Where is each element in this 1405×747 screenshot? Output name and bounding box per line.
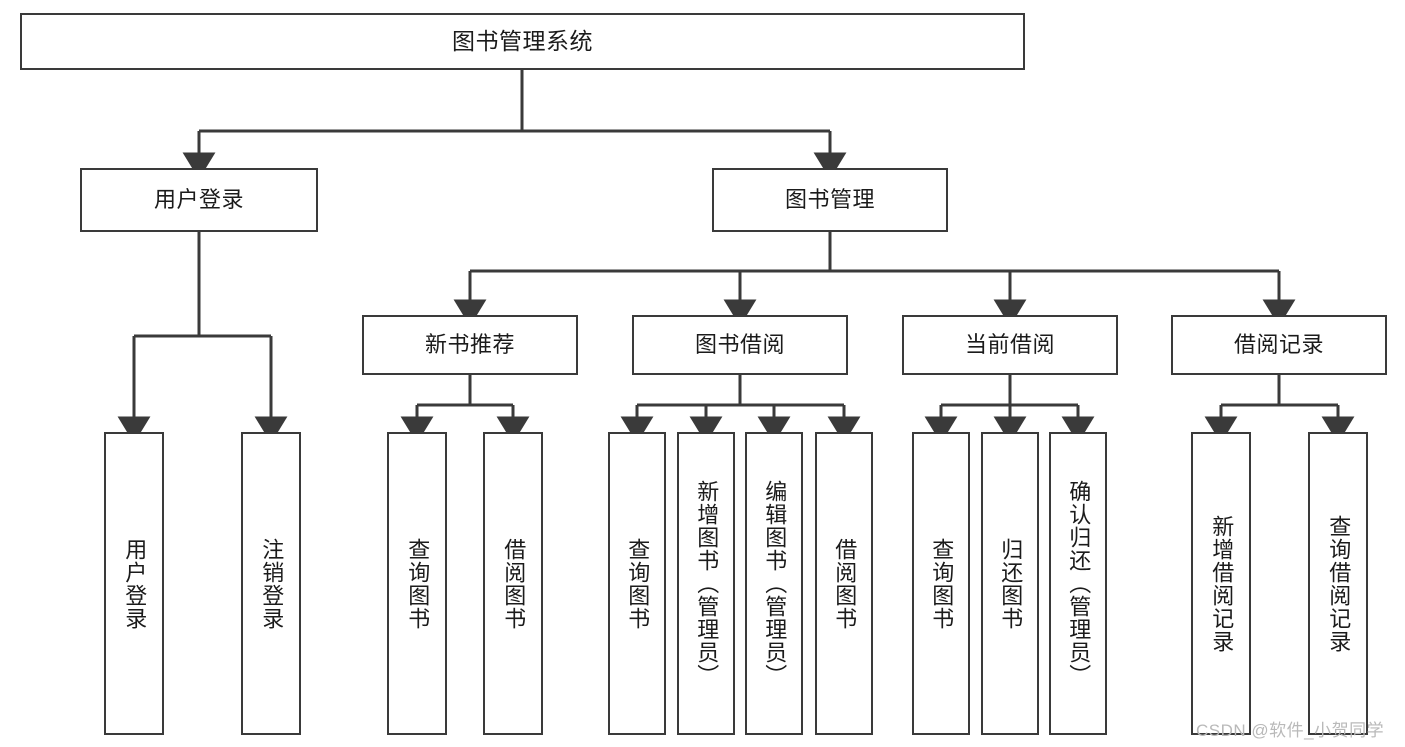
node-book-management[interactable]: 图书管理 xyxy=(712,168,948,232)
node-label: 新增图书（管理员） xyxy=(694,480,720,687)
node-label: 新增借阅记录 xyxy=(1209,514,1235,653)
node-label: 用户登录 xyxy=(122,537,148,630)
leaf-user-login[interactable]: 用户登录 xyxy=(104,432,164,735)
leaf-borrow-book[interactable]: 借阅图书 xyxy=(815,432,873,735)
node-label: 注销登录 xyxy=(259,537,285,630)
node-label: 确认归还（管理员） xyxy=(1066,480,1092,687)
node-label: 图书管理系统 xyxy=(452,27,593,54)
node-book-borrow[interactable]: 图书借阅 xyxy=(632,315,848,375)
node-label: 用户登录 xyxy=(153,186,244,212)
leaf-add-borrow-record[interactable]: 新增借阅记录 xyxy=(1191,432,1251,735)
node-label: 查询图书 xyxy=(929,537,955,630)
node-root-book-management-system[interactable]: 图书管理系统 xyxy=(20,13,1025,70)
node-current-borrow[interactable]: 当前借阅 xyxy=(902,315,1118,375)
node-label: 归还图书 xyxy=(998,537,1024,630)
node-label: 新书推荐 xyxy=(424,331,515,357)
node-label: 查询图书 xyxy=(405,537,431,630)
leaf-query-book-current[interactable]: 查询图书 xyxy=(912,432,970,735)
leaf-logout-login[interactable]: 注销登录 xyxy=(241,432,301,735)
node-new-book-recommend[interactable]: 新书推荐 xyxy=(362,315,578,375)
node-label: 图书借阅 xyxy=(694,331,785,357)
node-label: 查询图书 xyxy=(625,537,651,630)
leaf-query-book-recommend[interactable]: 查询图书 xyxy=(387,432,447,735)
node-borrow-record[interactable]: 借阅记录 xyxy=(1171,315,1387,375)
leaf-query-borrow-record[interactable]: 查询借阅记录 xyxy=(1308,432,1368,735)
leaf-edit-book-admin[interactable]: 编辑图书（管理员） xyxy=(745,432,803,735)
node-label: 编辑图书（管理员） xyxy=(762,480,788,687)
leaf-confirm-return-admin[interactable]: 确认归还（管理员） xyxy=(1049,432,1107,735)
node-label: 当前借阅 xyxy=(964,331,1055,357)
leaf-return-book[interactable]: 归还图书 xyxy=(981,432,1039,735)
leaf-query-book-borrow[interactable]: 查询图书 xyxy=(608,432,666,735)
leaf-borrow-book-recommend[interactable]: 借阅图书 xyxy=(483,432,543,735)
node-label: 图书管理 xyxy=(784,186,875,212)
csdn-watermark: CSDN @软件_小贺同学 xyxy=(1196,721,1385,740)
node-label: 查询借阅记录 xyxy=(1326,514,1352,653)
node-user-login[interactable]: 用户登录 xyxy=(80,168,318,232)
leaf-add-book-admin[interactable]: 新增图书（管理员） xyxy=(677,432,735,735)
node-label: 借阅图书 xyxy=(832,537,858,630)
node-label: 借阅记录 xyxy=(1233,331,1324,357)
node-label: 借阅图书 xyxy=(501,537,527,630)
